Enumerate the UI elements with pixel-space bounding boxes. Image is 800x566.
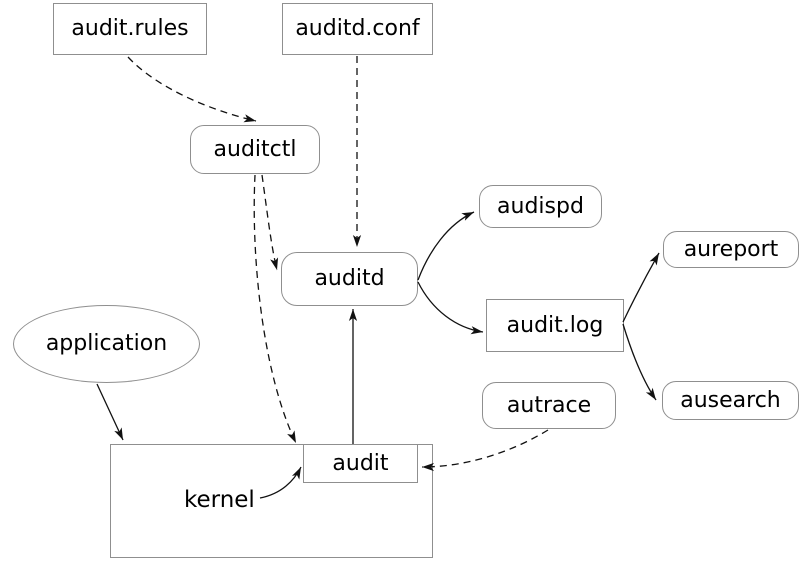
node-auditd-conf: auditd.conf <box>282 3 433 55</box>
node-application: application <box>13 305 200 383</box>
node-aureport: aureport <box>663 231 799 268</box>
node-auditd: auditd <box>281 252 418 306</box>
node-audit-rules: audit.rules <box>53 3 207 55</box>
edge-auditctl-to-audit <box>253 174 297 444</box>
node-aureport-label: aureport <box>683 236 779 262</box>
node-audispd-label: audispd <box>497 193 584 219</box>
edge-auditd-to-auditlog <box>417 281 484 335</box>
edge-auditlog-to-aureport <box>622 252 660 323</box>
node-auditctl: auditctl <box>190 125 320 174</box>
node-audit: audit <box>303 444 418 483</box>
edge-auditd-to-audispd <box>417 211 475 281</box>
node-audit-log: audit.log <box>486 299 624 352</box>
node-autrace: autrace <box>482 382 616 429</box>
node-audit-log-label: audit.log <box>506 312 604 338</box>
edge-application-to-kernel <box>96 383 124 441</box>
node-application-label: application <box>45 331 168 356</box>
node-ausearch-label: ausearch <box>680 387 781 413</box>
edge-auditrules-to-auditctl <box>127 56 257 123</box>
node-audit-rules-label: audit.rules <box>71 16 189 41</box>
node-audit-label: audit <box>332 450 389 476</box>
node-audispd: audispd <box>479 185 602 228</box>
edge-autrace-to-audit <box>421 429 549 472</box>
node-ausearch: ausearch <box>662 381 799 420</box>
node-auditd-label: auditd <box>314 266 385 291</box>
node-kernel-label: kernel <box>184 487 255 513</box>
edge-auditctl-to-auditd <box>261 174 279 271</box>
node-auditd-conf-label: auditd.conf <box>295 16 420 41</box>
node-auditctl-label: auditctl <box>213 136 297 162</box>
node-autrace-label: autrace <box>506 392 592 418</box>
edge-auditlog-to-ausearch <box>622 323 657 401</box>
